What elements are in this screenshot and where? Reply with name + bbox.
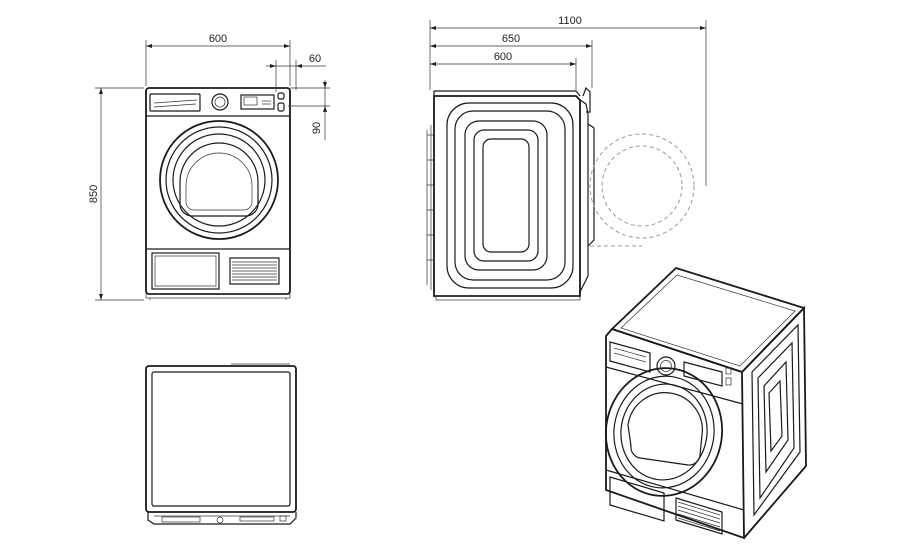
panel-height-dimension: 90	[288, 80, 330, 140]
display-panel	[240, 94, 275, 110]
program-knob	[211, 93, 229, 111]
depth-open-label: 1100	[558, 15, 582, 27]
panel-offset-dimension: 60	[266, 53, 326, 92]
door	[159, 120, 279, 240]
detergent-drawer	[149, 93, 201, 112]
side-emboss	[446, 102, 574, 289]
depth-body-dimension: 600	[430, 51, 577, 90]
top-view	[145, 363, 297, 525]
front-width-label: 600	[209, 33, 227, 45]
depth-open-dimension: 1100	[429, 15, 707, 186]
filter-cover	[151, 252, 220, 290]
front-view: 600 60 90 850	[88, 33, 330, 301]
isometric-view	[604, 266, 807, 540]
front-height-dimension: 850	[88, 87, 144, 301]
iso-side-emboss	[751, 323, 801, 517]
door-open-swing	[589, 133, 695, 247]
front-height-label: 850	[88, 185, 100, 203]
front-width-dimension: 600	[145, 33, 291, 86]
depth-total-label: 650	[502, 33, 520, 45]
vent-grille	[229, 257, 280, 285]
panel-height-label: 90	[311, 122, 323, 134]
side-view: 1100 650 600	[426, 15, 707, 301]
iso-vent-grille	[675, 497, 723, 535]
depth-body-label: 600	[494, 51, 512, 63]
panel-offset-label: 60	[309, 53, 321, 65]
iso-door	[604, 367, 724, 497]
depth-total-dimension: 650	[430, 33, 593, 88]
